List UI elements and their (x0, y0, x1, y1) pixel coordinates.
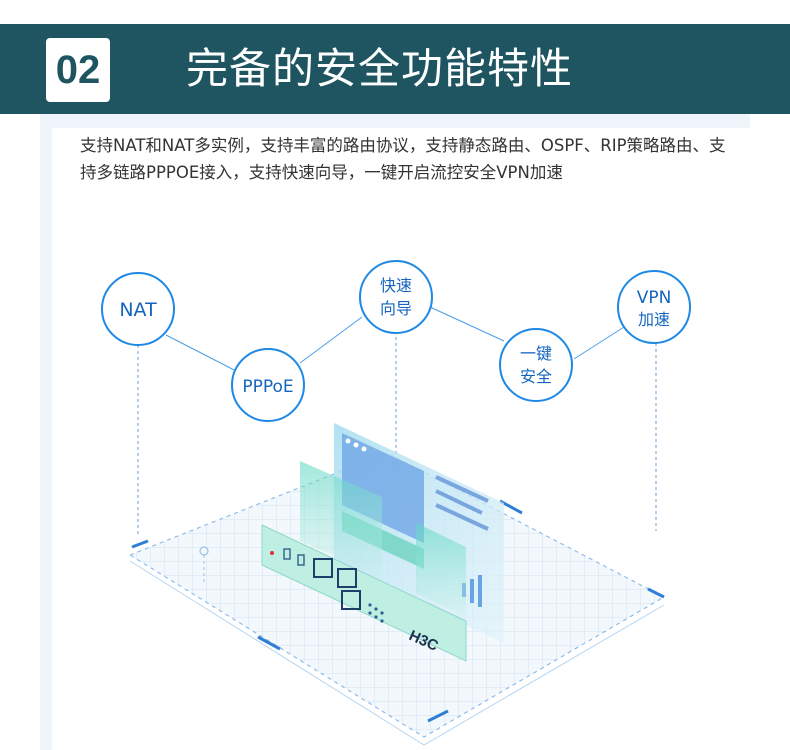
bubble-pppoe-label: PPPoE (242, 377, 293, 397)
glass-panel-right (416, 523, 466, 617)
bubble-vpn: VPN 加速 (617, 270, 691, 344)
section-title: 完备的安全功能特性 (186, 44, 574, 93)
bubble-vpn-line2: 加速 (638, 310, 670, 329)
bubble-wizard-line1: 快速 (380, 276, 412, 295)
bubble-nat-label: NAT (119, 299, 157, 321)
bubble-wizard-line2: 向导 (380, 299, 412, 318)
bubble-quick-wizard: 快速 向导 (359, 260, 433, 334)
connection-lines (165, 306, 625, 374)
bubble-onekey-line2: 安全 (520, 367, 552, 386)
glass-panel (300, 461, 382, 577)
bubble-vpn-line1: VPN (637, 288, 672, 308)
bubble-onekey-security: 一键 安全 (499, 328, 573, 402)
bubble-pppoe: PPPoE (231, 348, 305, 422)
section-number: 02 (55, 47, 101, 92)
bubble-onekey-line1: 一键 (520, 344, 552, 363)
section-header: 02 完备的安全功能特性 (0, 24, 790, 114)
bubble-nat: NAT (101, 272, 175, 346)
feature-diagram: H3C NAT PPPoE 快速 向导 一键 安全 VPN 加速 (101, 260, 691, 746)
feature-description: 支持NAT和NAT多实例，支持丰富的路由协议，支持静态路由、OSPF、RIP策略… (80, 136, 726, 182)
section-number-badge: 02 (46, 38, 110, 102)
router-device (261, 524, 467, 662)
